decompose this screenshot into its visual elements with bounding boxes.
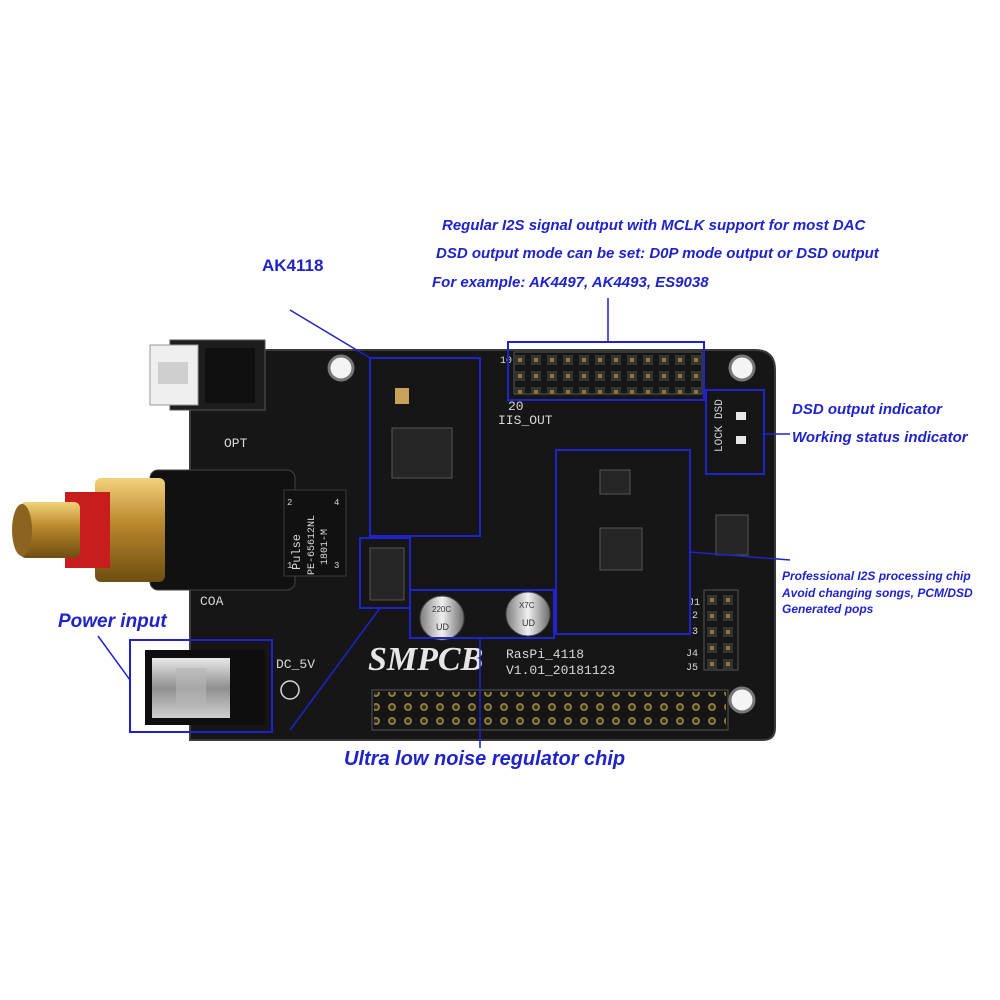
label-working-indicator: Working status indicator [792,429,968,446]
cap1-text-b: UD [436,622,449,632]
annotation-boxes [129,341,765,733]
box-power [129,639,273,733]
silk-tx-pin1: 1 [287,561,292,571]
cap2-text-a: X7C [519,601,535,610]
led-lock [736,412,746,420]
box-leds [705,389,765,475]
chip-right [715,514,749,556]
leader-lines [97,298,791,748]
label-power-input: Power input [58,611,167,632]
label-i2s-chip-line3: Generated pops [782,602,874,616]
label-i2s-line2: DSD output mode can be set: D0P mode out… [436,245,879,262]
polarity-symbol [280,680,300,700]
iis-out-header [513,351,703,395]
box-regulator-ic [359,537,411,609]
regulator-chip [369,547,405,601]
jumper-header [703,589,739,671]
leader-ak4118 [289,309,371,359]
dc-power-jack [145,650,265,725]
mount-hole [327,354,355,382]
label-dsd-indicator: DSD output indicator [792,401,942,418]
label-ak4118: AK4118 [262,256,324,275]
silk-transformer-part: PE-65612NL [307,515,318,575]
silk-version: V1.01_20181123 [506,663,615,678]
silk-model: RasPi_4118 [506,647,584,662]
pcb-board [189,349,776,741]
capacitor-220: 220C UD [419,595,465,641]
silk-transformer-code: 1801-M [320,529,331,565]
leader-regulator-ic [289,607,381,731]
label-regulator: Ultra low noise regulator chip [344,748,626,770]
silk-opt: OPT [224,436,248,451]
silk-j2: 2 [692,611,698,622]
pulse-transformer: Pulse PE-65612NL 1801-M 2 1 4 3 [283,489,347,577]
silk-pulse: Pulse [290,534,304,570]
cap2-text-b: UD [522,618,535,628]
ak4118-chip [391,427,453,479]
rca-jack [12,469,296,591]
silk-j4: J4 [686,649,698,660]
smpcb-logo: SMPCB [368,641,483,678]
leader-power [97,635,131,681]
capacitor-47: X7C UD [505,591,551,637]
silk-tx-pin2: 2 [287,498,292,508]
silk-dc5v: DC_5V [276,657,315,672]
silk-j3: 3 [692,627,698,638]
box-ak4118 [369,357,481,537]
box-regulator [409,589,555,639]
leader-i2s-chip [689,551,791,561]
label-i2s-chip-line1: Professional I2S processing chip [782,569,971,583]
led-dsd [736,436,746,444]
label-i2s-line1: Regular I2S signal output with MCLK supp… [442,217,866,234]
silk-pin-20: 20 [508,399,524,414]
optical-connector [149,339,266,411]
silk-tx-pin4: 4 [334,498,339,508]
box-i2s-chip [555,449,691,635]
silk-pin-10: 10 [500,356,512,367]
chip-small [599,469,631,495]
cap1-text-a: 220C [432,605,451,614]
silk-j1: J1 [688,598,700,609]
box-iis-header [507,341,705,401]
silk-coa: COA [200,594,224,609]
gpio-pins [374,692,726,728]
i2s-processing-chip [599,527,643,571]
label-i2s-chip-line2: Avoid changing songs, PCM/DSD [782,586,973,600]
silk-j5: J5 [686,663,698,674]
silk-iis-out: IIS_OUT [498,413,553,428]
mount-hole [728,354,756,382]
silk-lock-dsd: LOCK DSD [714,399,726,452]
mount-hole [728,686,756,714]
silk-tx-pin3: 3 [334,561,339,571]
label-i2s-line3: For example: AK4497, AK4493, ES9038 [432,274,709,291]
smd-cap [395,388,409,404]
